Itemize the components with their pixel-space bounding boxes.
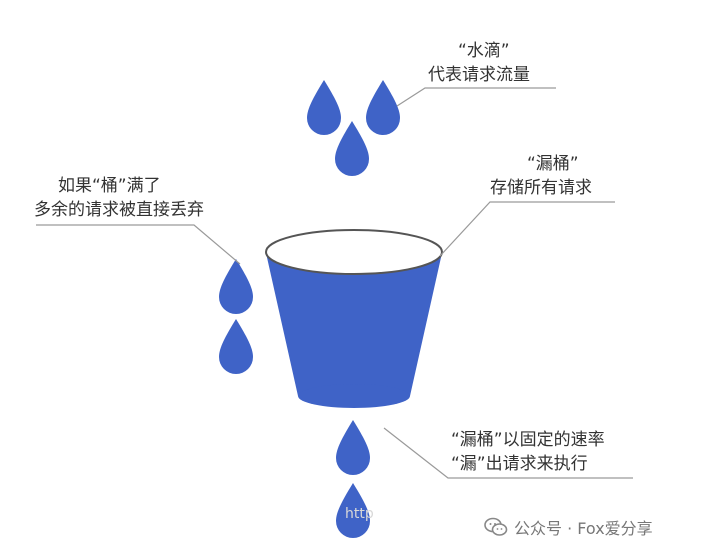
overflow-drop bbox=[219, 319, 253, 374]
watermark-text: 公众号 · Fox爱分享 bbox=[514, 519, 653, 538]
overflow-line1: 如果“桶”满了 bbox=[58, 176, 161, 196]
leak-line1: “漏桶”以固定的速率 bbox=[451, 430, 605, 450]
callout-line-water bbox=[396, 87, 556, 107]
bucket-body bbox=[266, 253, 442, 396]
water-drop bbox=[307, 80, 341, 135]
water-drop bbox=[366, 80, 400, 135]
bucket-rim bbox=[265, 229, 443, 275]
leak-drop bbox=[336, 483, 370, 538]
bucket-desc: 存储所有请求 bbox=[490, 178, 592, 198]
watermark: 公众号 · Fox爱分享 bbox=[484, 514, 653, 540]
callout-line-overflow bbox=[36, 224, 241, 265]
leak-drop bbox=[336, 420, 370, 475]
water-drop bbox=[335, 121, 369, 176]
overflow-line2: 多余的请求被直接丢弃 bbox=[34, 200, 204, 220]
bucket-bottom bbox=[298, 384, 410, 408]
overflow-drop bbox=[219, 259, 253, 314]
water-desc: 代表请求流量 bbox=[428, 65, 530, 85]
wechat-icon bbox=[484, 517, 508, 536]
callout-line-leak bbox=[383, 427, 633, 479]
leak-line2: “漏”出请求来执行 bbox=[451, 454, 588, 474]
water-title: “水滴” bbox=[458, 41, 510, 61]
callout-line-bucket bbox=[439, 201, 615, 257]
faint-watermark-text: http bbox=[345, 506, 374, 522]
bucket-title: “漏桶” bbox=[527, 154, 579, 174]
